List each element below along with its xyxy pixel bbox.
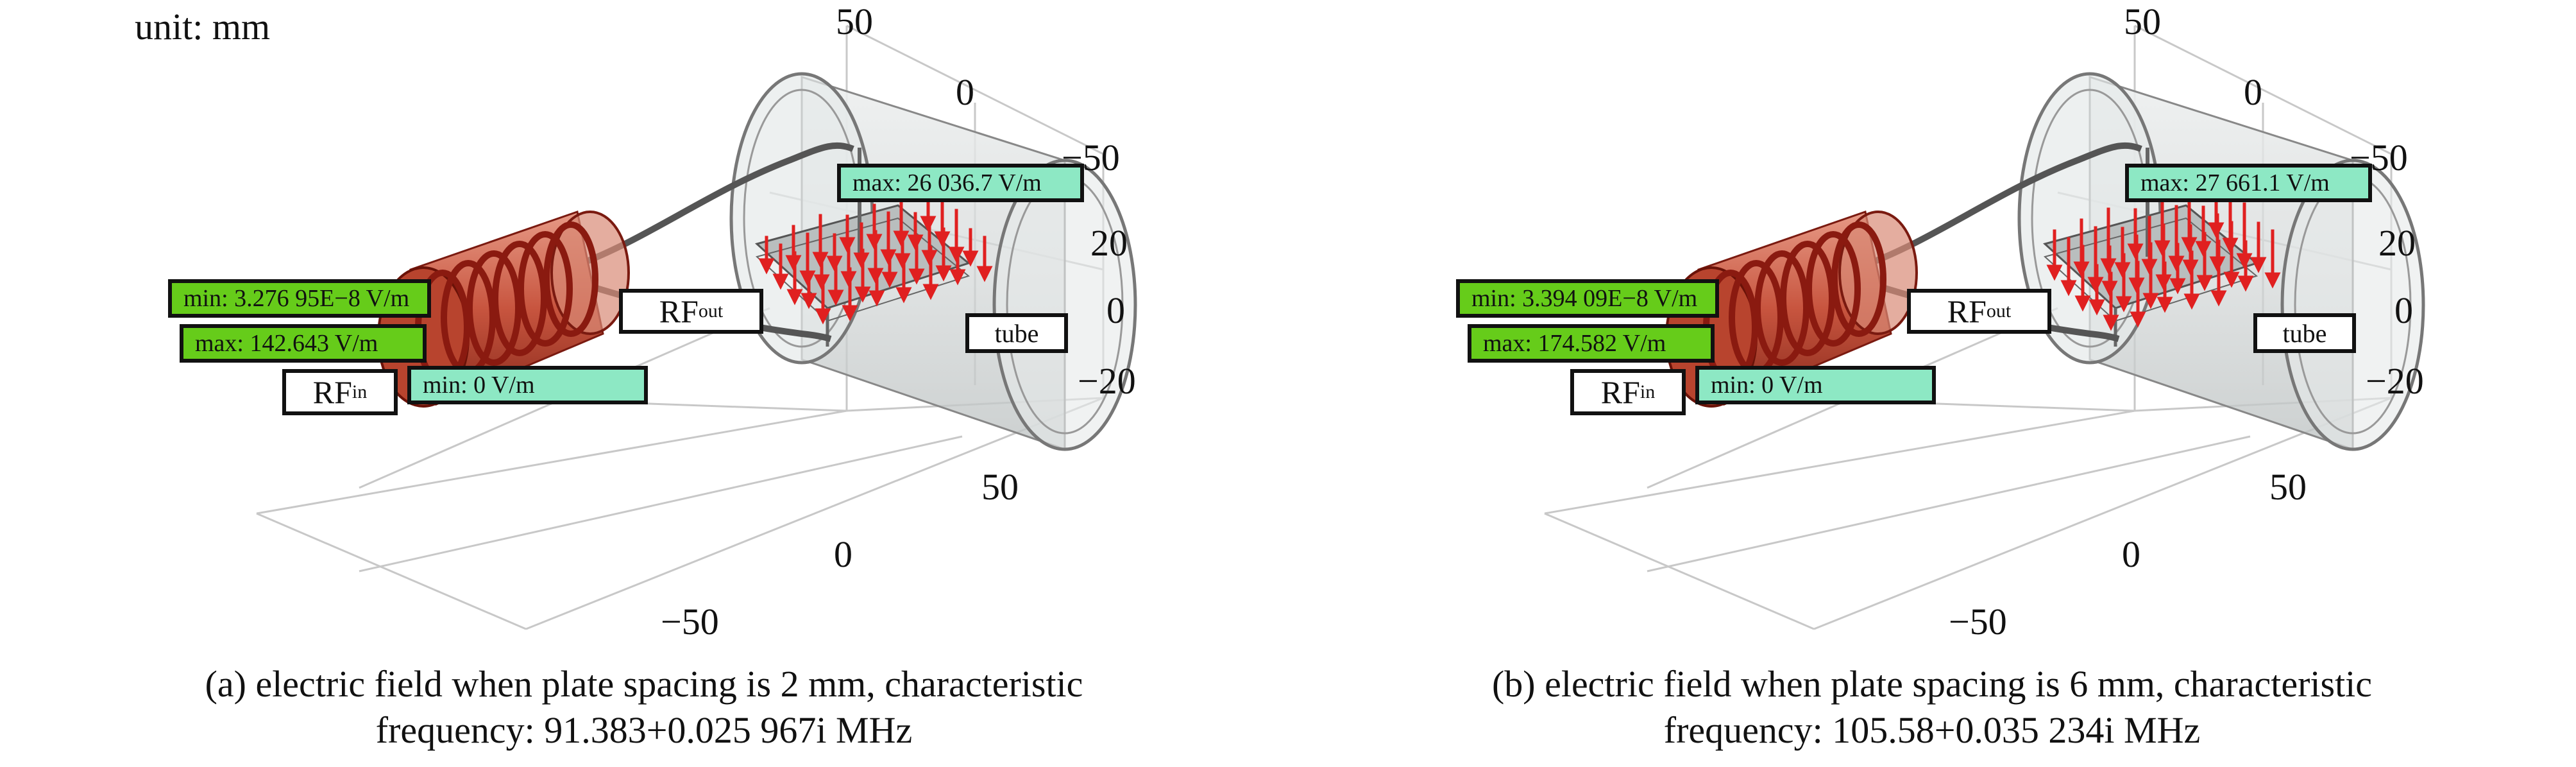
axis-right-label: 20	[1090, 222, 1128, 264]
axis-bottom-label: −50	[1949, 601, 2007, 642]
caption-line-2: frequency: 105.58+0.035 234i MHz	[1663, 709, 2201, 751]
min-field-tag: min: 0 V/m	[407, 366, 648, 404]
axis-bottom-label: 50	[981, 466, 1019, 508]
min-field-coil-tag: min: 3.394 09E−8 V/m	[1456, 279, 1719, 318]
axis-top-label: 0	[2244, 71, 2262, 113]
rf-out-main: RF	[1947, 293, 1987, 329]
coil-turn	[1831, 221, 1886, 337]
tube-tag: tube	[2253, 313, 2356, 353]
coil-turn	[1806, 231, 1861, 347]
rf-in-sub: in	[1640, 381, 1656, 402]
max-field-coil-tag: max: 174.582 V/m	[1468, 324, 1715, 363]
rf-in-sub: in	[352, 381, 368, 402]
coil-turn	[543, 221, 598, 337]
axis-bottom-label: 50	[2269, 466, 2307, 508]
coil-turn	[492, 241, 547, 356]
axis-right-label: −20	[1078, 360, 1136, 402]
max-field-tag: max: 26 036.7 V/m	[837, 164, 1084, 202]
caption-line-1: (a) electric field when plate spacing is…	[205, 663, 1083, 705]
tube-tag: tube	[965, 313, 1068, 353]
coil-turn	[1780, 241, 1835, 356]
panel-a: 50 0 −50 20 0 −20 50 0 −50 min: 3.276 95…	[0, 1, 1288, 754]
coil-turn	[466, 250, 521, 366]
max-field-tag: max: 27 661.1 V/m	[2125, 164, 2372, 202]
rf-out-sub: out	[698, 300, 724, 322]
panel-b: 50 0 −50 20 0 −20 50 0 −50 min: 3.394 09…	[1288, 0, 2576, 767]
axis-top-label: 0	[956, 71, 974, 113]
rf-in-main: RF	[312, 374, 352, 410]
axis-bottom-label: −50	[661, 601, 719, 642]
axis-right-label: 0	[2394, 289, 2413, 331]
figure-caption: (a) electric field when plate spacing is…	[0, 661, 1288, 754]
min-field-tag: min: 0 V/m	[1695, 366, 1936, 404]
axis-top-label: 50	[2124, 1, 2161, 42]
coil-turn	[518, 231, 573, 347]
axis-top-label: 50	[836, 1, 873, 42]
coil-turn	[1754, 250, 1809, 366]
axis-bottom-label: 0	[834, 533, 852, 575]
field-arrows	[2046, 186, 2281, 331]
axis-bottom-label: 0	[2122, 533, 2140, 575]
rf-out-main: RF	[659, 293, 699, 329]
caption-line-1: (b) electric field when plate spacing is…	[1491, 663, 2373, 705]
rf-out-sub: out	[1986, 300, 2012, 322]
axis-right-label: 20	[2378, 222, 2416, 264]
axis-right-label: −20	[2366, 360, 2424, 402]
max-field-coil-tag: max: 142.643 V/m	[180, 324, 427, 363]
axis-right-label: 0	[1106, 289, 1125, 331]
caption-line-2: frequency: 91.383+0.025 967i MHz	[375, 709, 913, 751]
min-field-coil-tag: min: 3.276 95E−8 V/m	[168, 279, 431, 318]
rf-in-main: RF	[1600, 374, 1640, 410]
unit-label: unit: mm	[135, 6, 271, 47]
figure-caption: (b) electric field when plate spacing is…	[1288, 661, 2576, 754]
